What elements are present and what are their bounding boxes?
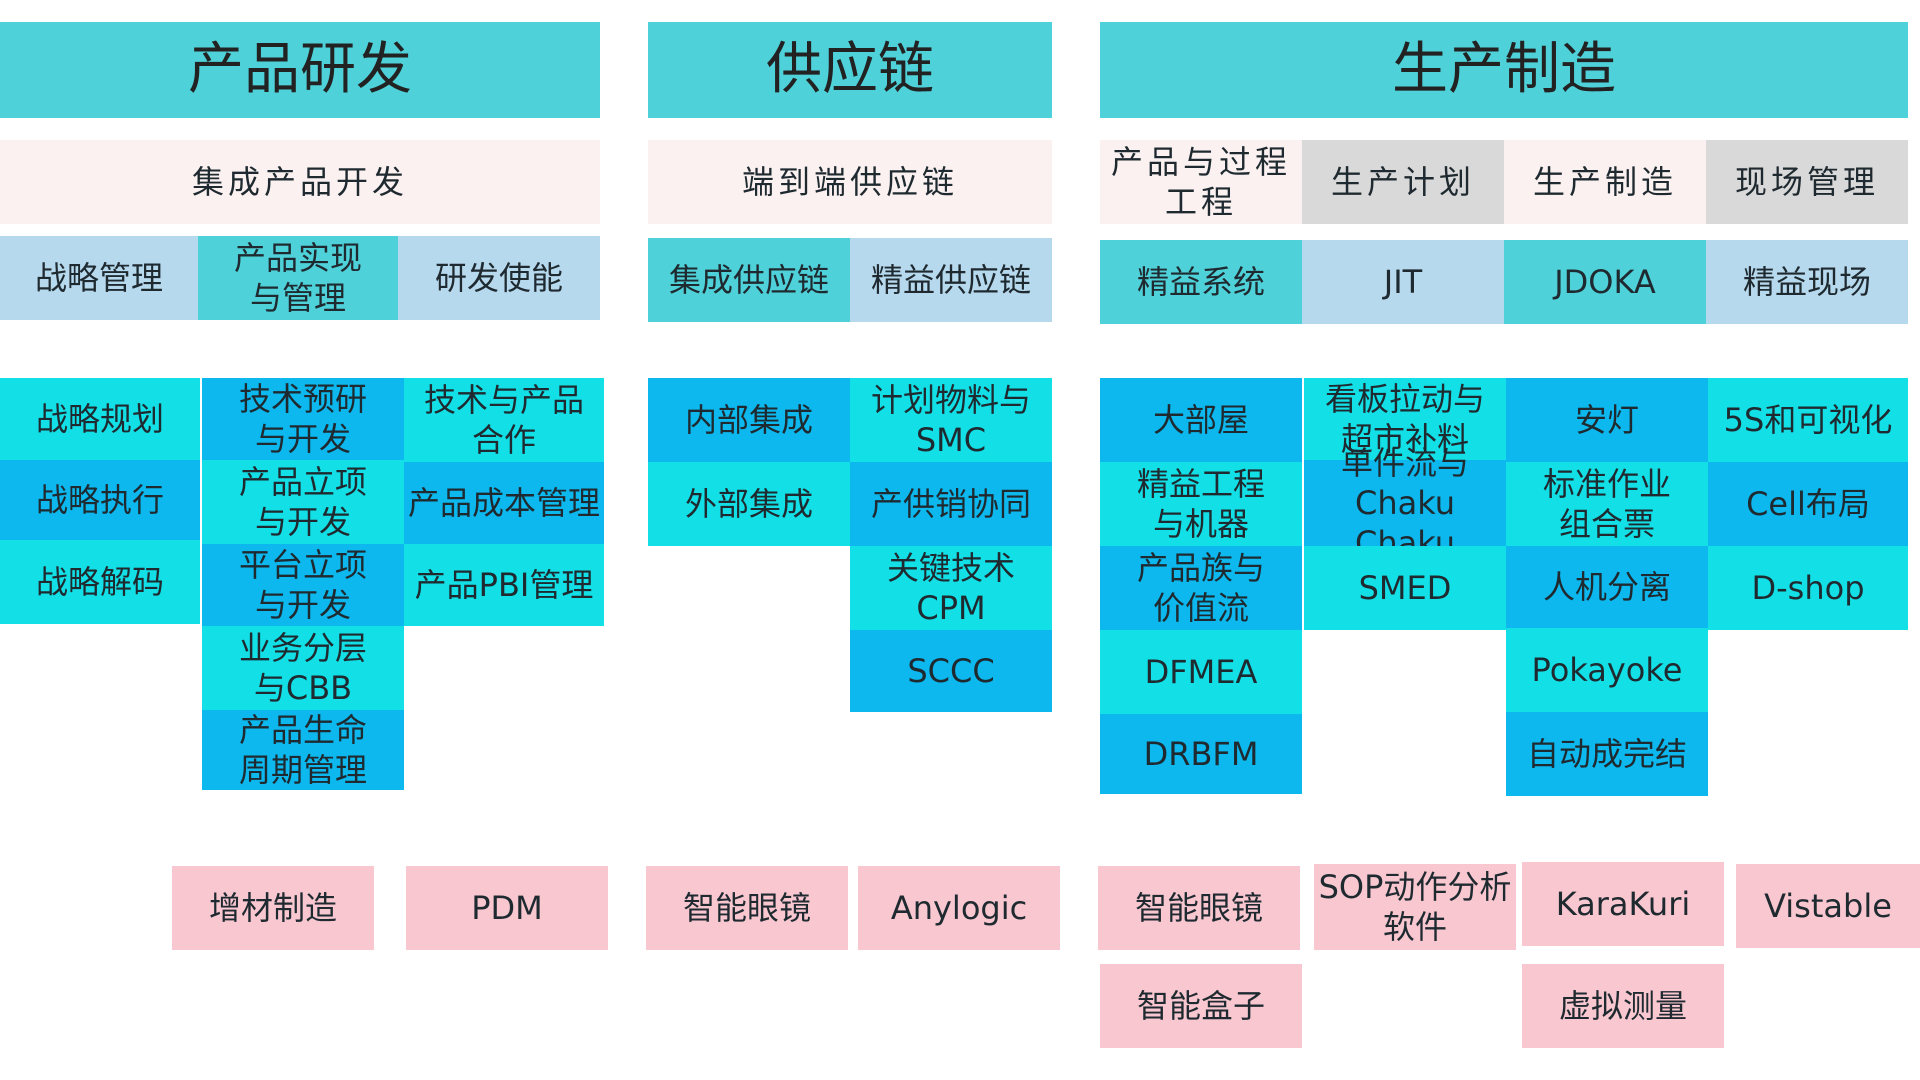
- mf-lean-engineering: 精益工程 与机器: [1100, 462, 1302, 546]
- sc-sop-collab: 产供销协同: [850, 462, 1052, 546]
- sc-external-integration: 外部集成: [648, 462, 850, 546]
- rd-lifecycle: 产品生命 周期管理: [202, 710, 404, 790]
- mf-5s-visual: 5S和可视化: [1708, 378, 1908, 462]
- pillar-rd-strategy: 战略管理: [0, 236, 198, 320]
- mf-drbfm: DRBFM: [1100, 714, 1302, 794]
- mf-dfmea: DFMEA: [1100, 630, 1302, 714]
- rd-strategy-execution: 战略执行: [0, 460, 200, 540]
- mf-andon: 安灯: [1506, 378, 1708, 462]
- pillar-rd-enablement: 研发使能: [398, 236, 600, 320]
- rd-business-layer: 业务分层 与CBB: [202, 626, 404, 710]
- tool-mf-sop-software: SOP动作分析 软件: [1314, 864, 1516, 950]
- tool-mf-virtual-measure: 虚拟测量: [1522, 964, 1724, 1048]
- mf-obeya: 大部屋: [1100, 378, 1302, 462]
- tool-mf-vistable: Vistable: [1736, 864, 1920, 948]
- tool-rd-pdm: PDM: [406, 866, 608, 950]
- rd-product-cost: 产品成本管理: [404, 462, 604, 544]
- subtitle-sc: 端到端供应链: [648, 140, 1052, 224]
- mf-value-stream: 产品族与 价值流: [1100, 546, 1302, 630]
- mf-d-shop: D-shop: [1708, 546, 1908, 630]
- mf-man-machine: 人机分离: [1506, 546, 1708, 628]
- pillar-rd-product: 产品实现 与管理: [198, 236, 398, 320]
- section-header-sc: 供应链: [648, 22, 1052, 118]
- rd-strategy-planning: 战略规划: [0, 378, 200, 460]
- tool-mf-karakuri: KaraKuri: [1522, 862, 1724, 946]
- mf-kanban: 看板拉动与 超市补料: [1304, 378, 1506, 460]
- tool-mf-smart-glasses: 智能眼镜: [1098, 866, 1300, 950]
- sc-sccc: SCCC: [850, 630, 1052, 712]
- mf-cell-layout: Cell布局: [1708, 462, 1908, 546]
- pillar-mf-lean-site: 精益现场: [1706, 240, 1908, 324]
- section-header-mf: 生产制造: [1100, 22, 1908, 118]
- pillar-mf-jdoka: JDOKA: [1504, 240, 1706, 324]
- tool-mf-smart-box: 智能盒子: [1100, 964, 1302, 1048]
- tool-rd-additive: 增材制造: [172, 866, 374, 950]
- subtitle-mf-manufacture: 生产制造: [1504, 140, 1706, 224]
- subtitle-mf-plan: 生产计划: [1302, 140, 1504, 224]
- pillar-sc-integrated: 集成供应链: [648, 238, 850, 322]
- mf-standard-work: 标准作业 组合票: [1506, 462, 1708, 546]
- subtitle-mf-process: 产品与过程 工程: [1100, 140, 1302, 224]
- tool-sc-anylogic: Anylogic: [858, 866, 1060, 950]
- rd-tech-cooperation: 技术与产品 合作: [404, 378, 604, 462]
- tool-sc-smart-glasses: 智能眼镜: [646, 866, 848, 950]
- pillar-mf-lean-system: 精益系统: [1100, 240, 1302, 324]
- subtitle-mf-site: 现场管理: [1706, 140, 1908, 224]
- pillar-sc-lean: 精益供应链: [850, 238, 1052, 322]
- mf-one-piece-flow: 单件流与 Chaku Chaku: [1304, 444, 1506, 562]
- rd-platform-project: 平台立项 与开发: [202, 544, 404, 626]
- pillar-mf-jit: JIT: [1302, 240, 1504, 324]
- rd-product-project: 产品立项 与开发: [202, 460, 404, 544]
- subtitle-rd: 集成产品开发: [0, 140, 600, 224]
- sc-planning-smc: 计划物料与 SMC: [850, 378, 1052, 462]
- mf-pokayoke: Pokayoke: [1506, 628, 1708, 712]
- section-header-rd: 产品研发: [0, 22, 600, 118]
- rd-tech-research: 技术预研 与开发: [202, 378, 404, 460]
- sc-key-tech-cpm: 关键技术CPM: [850, 546, 1052, 630]
- rd-strategy-decoding: 战略解码: [0, 540, 200, 624]
- rd-product-pbi: 产品PBI管理: [404, 544, 604, 626]
- sc-internal-integration: 内部集成: [648, 378, 850, 462]
- mf-smed: SMED: [1304, 546, 1506, 630]
- mf-auto-complete: 自动成完结: [1506, 712, 1708, 796]
